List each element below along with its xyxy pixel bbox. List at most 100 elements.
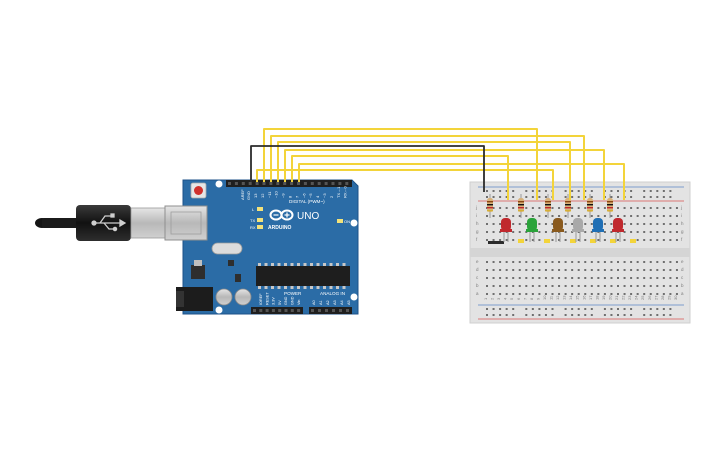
breadboard-hole (610, 261, 613, 263)
rail-hole (584, 196, 587, 198)
rail-hole (623, 308, 626, 310)
breadboard-hole (623, 231, 626, 233)
led[interactable] (553, 218, 563, 231)
column-number: 15 (575, 295, 580, 300)
breadboard-hole (675, 269, 678, 271)
chip-pin (297, 286, 300, 289)
yellow-wire[interactable] (270, 135, 585, 200)
rail-hole (656, 190, 659, 192)
breadboard-hole (558, 207, 561, 209)
yellow-wire[interactable] (277, 141, 571, 200)
reset-button-cap[interactable] (194, 186, 203, 195)
breadboard-hole (486, 269, 488, 271)
analog-header[interactable] (309, 307, 352, 314)
breadboard-hole (492, 231, 495, 233)
breadboard-hole (597, 277, 600, 279)
resistor-band (587, 201, 593, 203)
breadboard-hole (518, 285, 521, 287)
usb-cable[interactable] (35, 205, 166, 241)
led[interactable] (613, 218, 623, 231)
chip-pin (264, 286, 268, 289)
chip-pin (342, 286, 346, 289)
yellow-wire[interactable] (284, 149, 605, 200)
header-hole (228, 182, 231, 185)
breadboard-hole (499, 285, 502, 287)
rail-hole (662, 196, 665, 198)
breadboard-hole (499, 223, 502, 225)
breadboard-hole (636, 269, 639, 271)
breadboard-hole (643, 277, 646, 279)
breadboard-hole (584, 215, 587, 217)
led[interactable] (573, 218, 583, 231)
resistors[interactable] (487, 194, 613, 218)
power-pin-label: GND (291, 296, 295, 305)
led[interactable] (593, 218, 603, 231)
header-hole (346, 309, 349, 312)
breadboard-hole (623, 261, 626, 263)
wires[interactable] (250, 128, 625, 200)
resistor-band (487, 201, 493, 203)
digital-pin-label: 12 (260, 193, 265, 198)
breadboard-hole (643, 285, 646, 287)
breadboard-hole (499, 277, 502, 279)
breadboard-hole (649, 239, 652, 241)
breadboard-hole (643, 215, 646, 217)
row-letter: j (475, 205, 477, 210)
breadboard-hole (656, 239, 659, 241)
breadboard-hole (571, 269, 574, 271)
header-hole (253, 309, 256, 312)
chip-pin (290, 263, 294, 266)
breadboard-hole (649, 231, 652, 233)
column-number: 17 (588, 295, 593, 300)
rail-hole (630, 308, 633, 310)
rail-hole (551, 308, 554, 310)
breadboard-hole (649, 293, 652, 295)
digital-pin-label: ~9 (281, 193, 286, 198)
power-header[interactable] (251, 307, 303, 314)
breadboard-hole (617, 293, 619, 295)
breadboard-hole (544, 261, 547, 263)
digital-pin-label: TX→1 (336, 186, 341, 198)
led[interactable] (527, 218, 537, 231)
header-hole (276, 182, 280, 185)
breadboard-hole (551, 277, 554, 279)
digital-header[interactable] (226, 180, 352, 187)
yellow-wire[interactable] (256, 169, 554, 200)
led[interactable] (501, 218, 511, 231)
rail-hole (590, 308, 593, 310)
crystal (211, 242, 243, 255)
rail-hole (564, 314, 567, 316)
usb-icon (91, 213, 127, 232)
breadboard-hole (630, 261, 633, 263)
chip-pin (303, 286, 307, 289)
column-number: 5 (509, 297, 514, 300)
digital-header-holes (228, 182, 349, 185)
breadboard-hole (623, 293, 626, 295)
breadboard-hole (538, 293, 541, 295)
rail-hole (577, 314, 580, 316)
label-analog: ANALOG IN (320, 291, 345, 296)
column-number: 13 (562, 295, 567, 300)
led-rim (572, 229, 584, 232)
breadboard-hole (538, 215, 541, 217)
chip-pin (271, 286, 274, 289)
breadboard-hole (564, 293, 567, 295)
yellow-wire[interactable] (298, 163, 625, 200)
breadboard-hole (525, 261, 528, 263)
breadboard-hole (512, 215, 515, 217)
ground-wire[interactable] (250, 145, 485, 192)
breadboard-hole (603, 277, 606, 279)
board-brand: ARDUINO (268, 225, 291, 231)
breadboard-hole (610, 285, 613, 287)
chip-pin (277, 286, 281, 289)
header-hole (310, 182, 314, 185)
breadboard-hole (531, 207, 534, 209)
resistor-band (518, 207, 524, 209)
breadboard-hole (492, 269, 495, 271)
rail-hole (643, 196, 646, 198)
leds[interactable] (500, 218, 636, 243)
rail-hole (623, 314, 626, 316)
capacitor (234, 288, 252, 306)
